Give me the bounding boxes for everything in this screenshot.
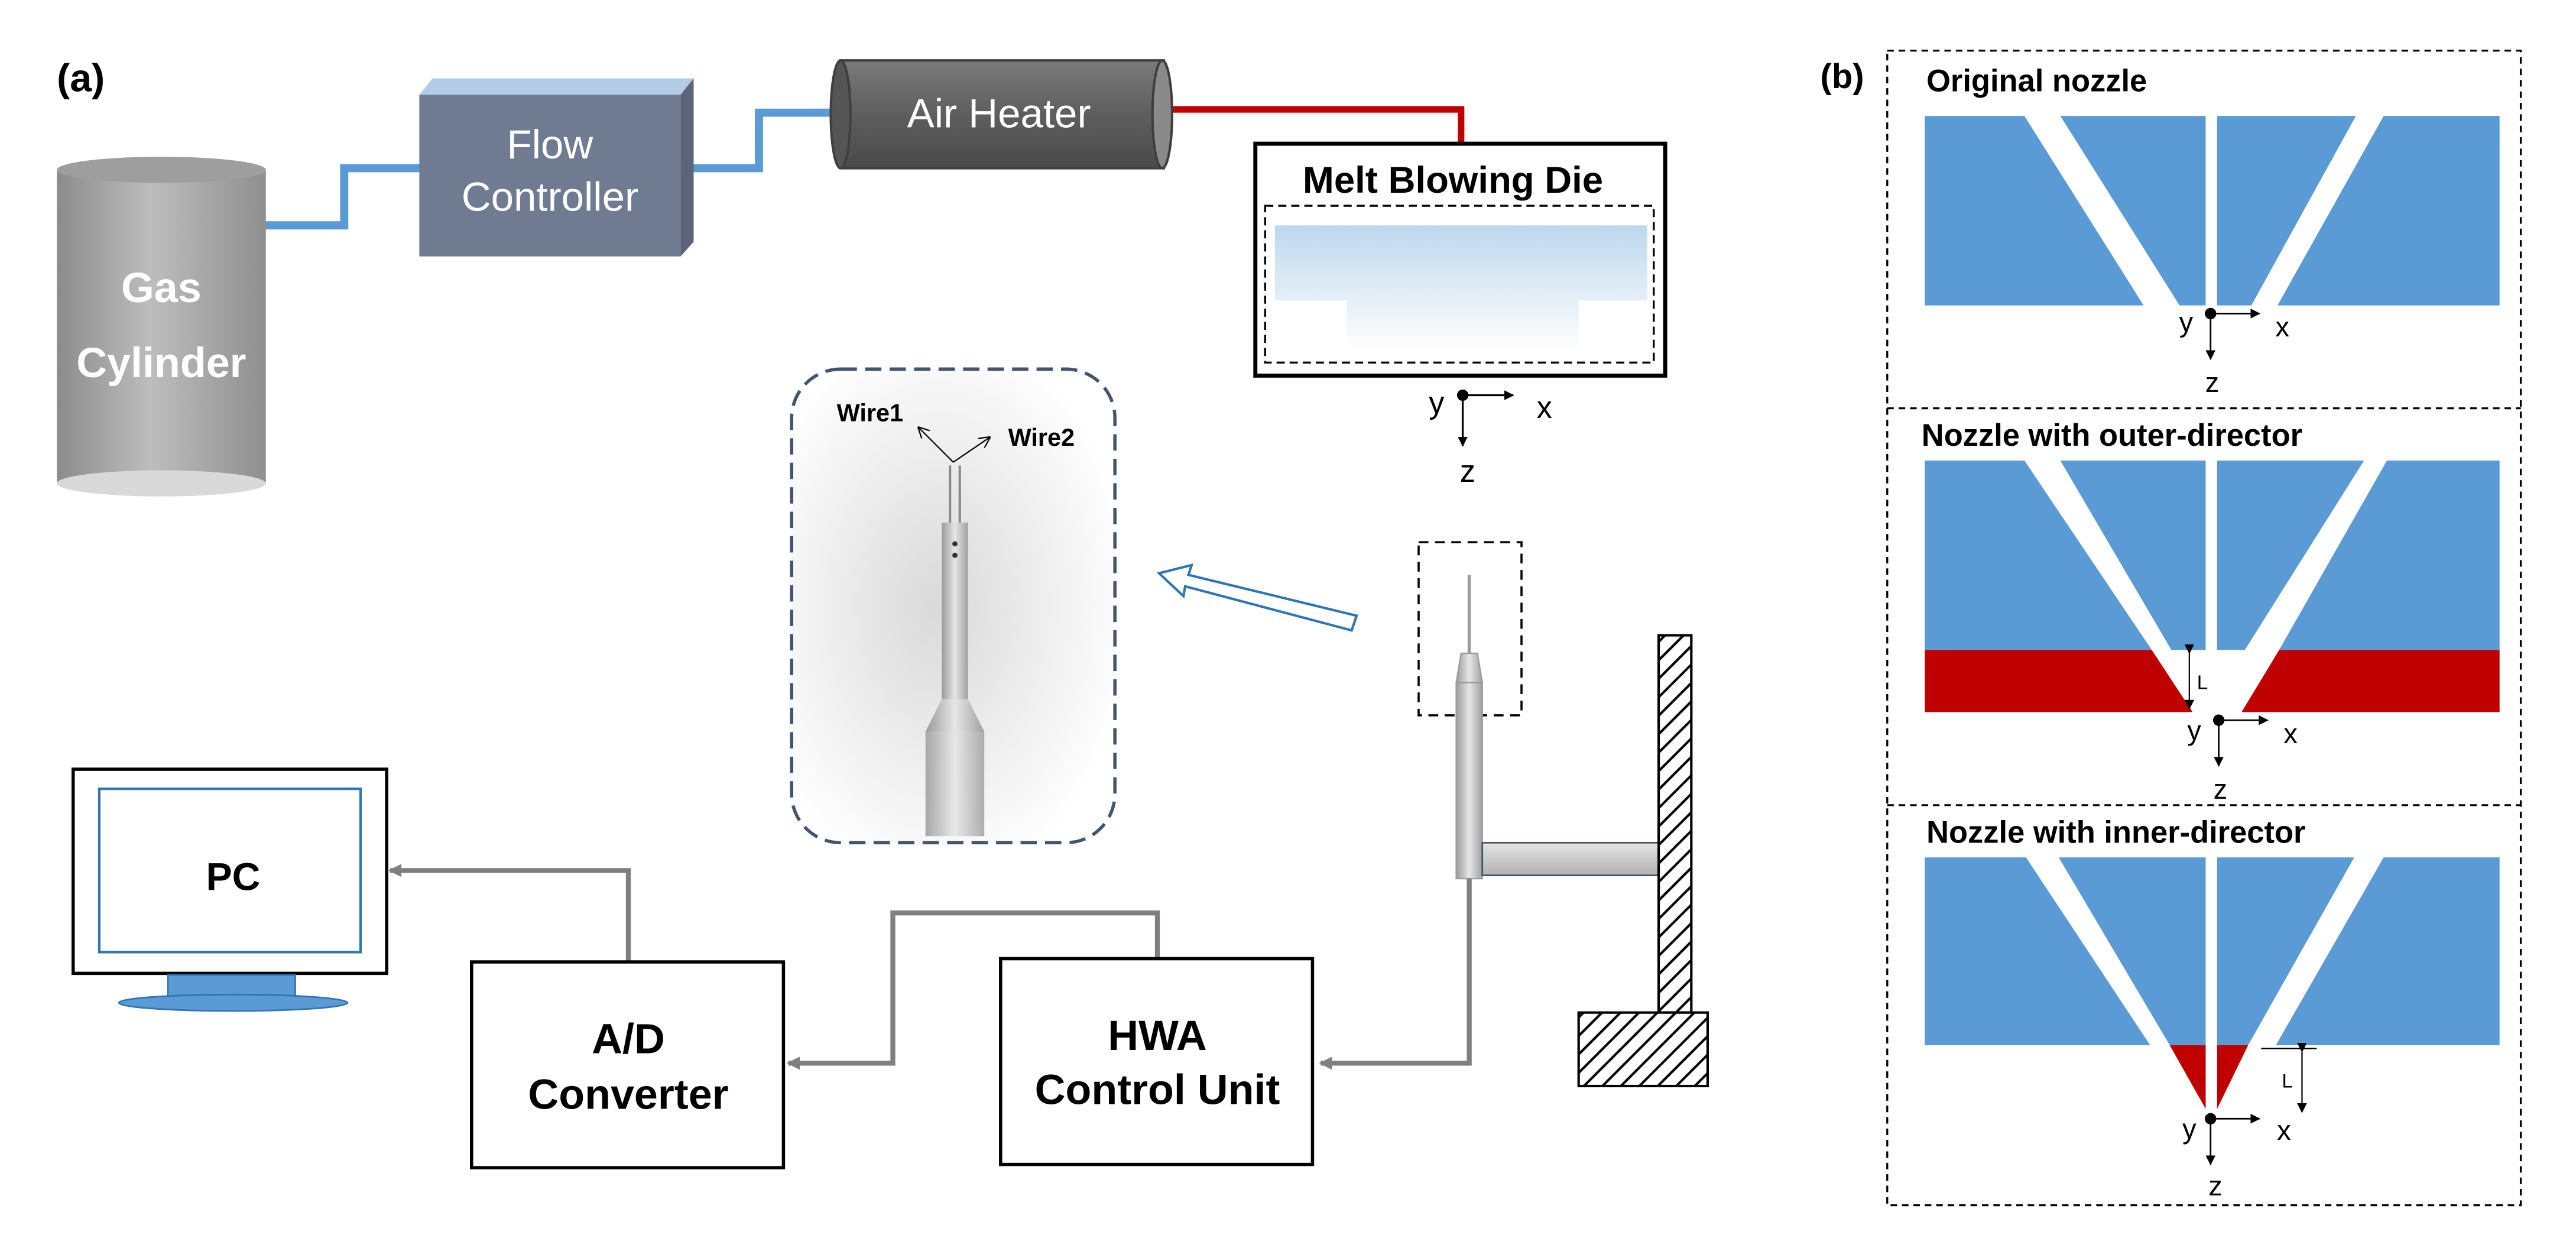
hwa-control-unit-label-line2: Control Unit bbox=[1035, 1066, 1280, 1113]
inner-director-left bbox=[2169, 1045, 2206, 1109]
outer-director-right bbox=[2241, 650, 2500, 712]
probe-inset: Wire1 Wire2 bbox=[790, 367, 1117, 845]
gas-cylinder-label-line1: Gas bbox=[121, 264, 202, 312]
ad-converter-label-line2: Converter bbox=[528, 1071, 728, 1119]
gas-cylinder: Gas Cylinder bbox=[57, 157, 266, 497]
probe-to-hwa-signal bbox=[1319, 879, 1472, 1070]
air-heater-label: Air Heater bbox=[907, 90, 1091, 136]
air-heater: Air Heater bbox=[829, 59, 1173, 170]
stand-base bbox=[1577, 1011, 1709, 1088]
wire2-label: Wire2 bbox=[1008, 423, 1075, 451]
pc-label: PC bbox=[206, 855, 260, 899]
original-nozzle-title: Original nozzle bbox=[1926, 64, 2147, 99]
die-axis-x-label: x bbox=[1537, 390, 1552, 425]
inner-director-nozzle: Nozzle with inner-director L y x z bbox=[1925, 815, 2500, 1201]
hwa-to-ad-signal bbox=[786, 910, 1160, 1070]
melt-blowing-die-label: Melt Blowing Die bbox=[1303, 159, 1603, 201]
original-nozzle-axis-z: z bbox=[2205, 367, 2219, 398]
panel-a: (a) Gas Cylinder Flow Controller Air H bbox=[57, 57, 1709, 1169]
outer-director-axis-z: z bbox=[2214, 773, 2227, 805]
outer-director-axis-y: y bbox=[2187, 714, 2201, 746]
outer-director-title: Nozzle with outer-director bbox=[1922, 418, 2302, 453]
die-axis-z-label: z bbox=[1460, 454, 1475, 489]
flow-controller-label-line1: Flow bbox=[507, 121, 594, 167]
pc: PC bbox=[72, 767, 388, 1012]
outer-director-nozzle: Nozzle with outer-director L y x z bbox=[1922, 418, 2500, 805]
gas-cylinder-label-line2: Cylinder bbox=[76, 339, 246, 387]
hot-air-line bbox=[1162, 106, 1465, 147]
panel-b: (b) Original nozzle y x z Nozzle with ou… bbox=[1821, 49, 2522, 1207]
die-axes: y x z bbox=[1429, 385, 1552, 489]
stand-post bbox=[1657, 634, 1693, 1014]
inner-director-axis-y: y bbox=[2182, 1113, 2197, 1144]
ad-to-pc-signal bbox=[388, 864, 631, 962]
flow-controller: Flow Controller bbox=[419, 78, 694, 257]
inner-director-axis-z: z bbox=[2208, 1170, 2222, 1201]
ad-converter-label-line1: A/D bbox=[592, 1016, 665, 1063]
hwa-control-unit: HWA Control Unit bbox=[999, 957, 1315, 1166]
panel-b-label: (b) bbox=[1821, 57, 1864, 96]
original-nozzle: Original nozzle y x z bbox=[1925, 64, 2500, 398]
hwa-control-unit-label-line1: HWA bbox=[1108, 1012, 1207, 1059]
wire1-label: Wire1 bbox=[837, 399, 903, 427]
original-nozzle-axis-y: y bbox=[2179, 306, 2194, 338]
outer-director-dim-L: L bbox=[2197, 672, 2208, 694]
outer-director-axis-x: x bbox=[2283, 718, 2297, 749]
inset-pointer-arrow bbox=[1156, 563, 1358, 632]
outer-director-left bbox=[1925, 650, 2193, 712]
melt-blowing-die: Melt Blowing Die bbox=[1253, 141, 1667, 378]
gas-pipe-cylinder-to-controller bbox=[264, 164, 421, 230]
ad-converter: A/D Converter bbox=[470, 960, 786, 1169]
panel-b-frame bbox=[1886, 49, 2522, 1207]
panel-a-label: (a) bbox=[57, 57, 105, 101]
inner-director-title: Nozzle with inner-director bbox=[1926, 815, 2305, 850]
gas-pipe-controller-to-heater bbox=[680, 108, 838, 173]
hwa-probe-assembly bbox=[1417, 541, 1709, 1088]
die-axis-y-label: y bbox=[1429, 385, 1445, 420]
inner-director-dim-L: L bbox=[2282, 1071, 2292, 1093]
inner-director-right bbox=[2217, 1045, 2249, 1109]
flow-controller-label-line2: Controller bbox=[462, 173, 638, 219]
original-nozzle-axis-x: x bbox=[2276, 311, 2289, 342]
inner-director-axis-x: x bbox=[2277, 1114, 2291, 1146]
